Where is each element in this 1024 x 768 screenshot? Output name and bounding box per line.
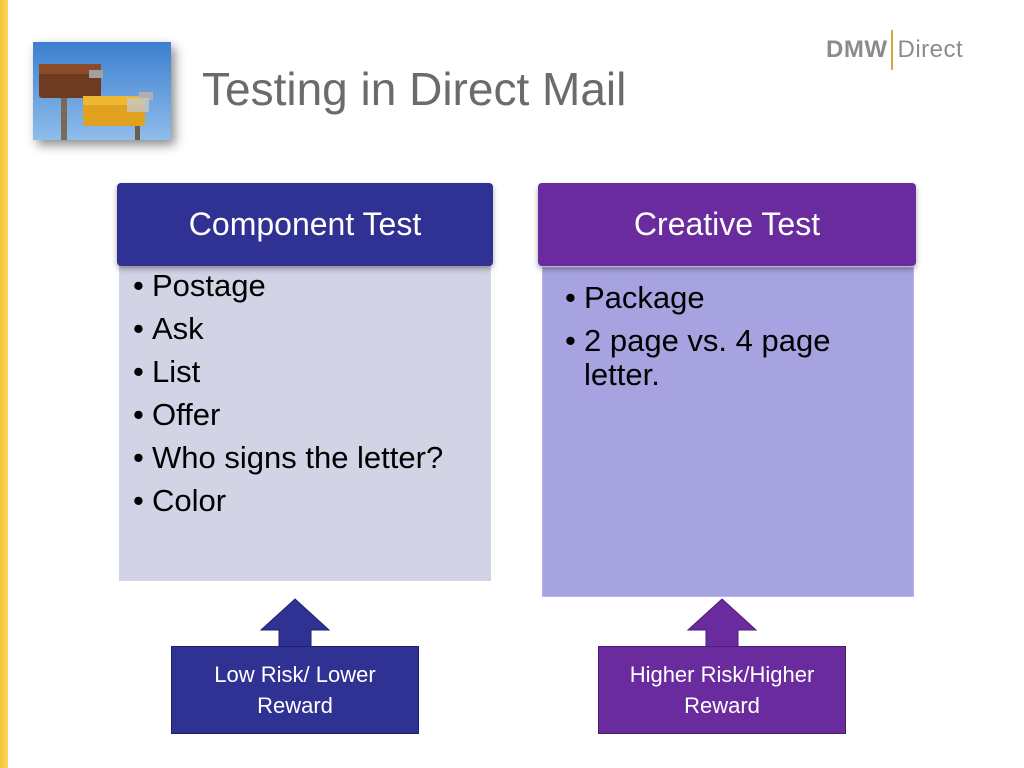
component-test-body: Postage Ask List Offer Who signs the let… <box>119 251 491 581</box>
list-item: Color <box>127 484 491 519</box>
component-test-header: Component Test <box>117 183 493 266</box>
list-item: Postage <box>127 269 491 304</box>
up-arrow-icon <box>259 598 331 650</box>
low-risk-label: Low Risk/ Lower Reward <box>171 646 419 734</box>
logo-direct-text: Direct <box>897 36 964 63</box>
list-item: 2 page vs. 4 page letter. <box>559 324 913 392</box>
creative-test-list: Package 2 page vs. 4 page letter. <box>559 281 913 392</box>
mailbox-photo <box>33 42 171 140</box>
creative-test-header: Creative Test <box>538 183 916 266</box>
dmw-direct-logo: DMW Direct <box>826 28 963 72</box>
logo-dmw-text: DMW <box>826 36 888 63</box>
up-arrow-icon <box>686 598 758 650</box>
list-item: Ask <box>127 312 491 347</box>
logo-divider <box>891 30 894 70</box>
higher-risk-label: Higher Risk/Higher Reward <box>598 646 846 734</box>
creative-test-body: Package 2 page vs. 4 page letter. <box>542 267 914 597</box>
list-item: Offer <box>127 398 491 433</box>
yellow-accent-bar <box>0 0 8 768</box>
list-item: List <box>127 355 491 390</box>
list-item: Package <box>559 281 913 316</box>
component-test-list: Postage Ask List Offer Who signs the let… <box>127 269 491 519</box>
page-title: Testing in Direct Mail <box>202 63 627 115</box>
list-item: Who signs the letter? <box>127 441 491 476</box>
